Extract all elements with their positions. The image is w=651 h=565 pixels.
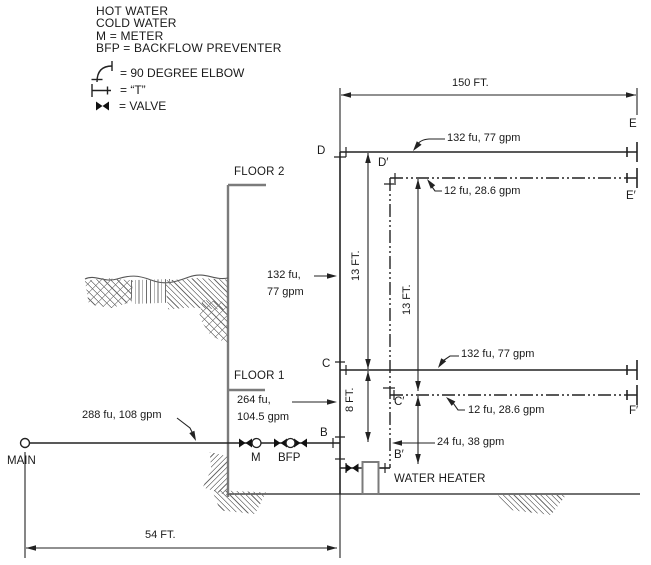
legend-text-list: HOT WATER COLD WATER M = METER BFP = BAC…	[96, 5, 282, 54]
node-label-c: C	[322, 358, 331, 370]
flow-label-riser-cd-line2: 77 gpm	[267, 286, 304, 298]
valve-icon	[274, 438, 281, 448]
arrow-54-right	[327, 545, 337, 551]
tee-tick-b	[332, 436, 345, 448]
node-label-b: B	[320, 427, 328, 439]
valve-icon	[239, 438, 246, 448]
earth-hatch	[128, 279, 170, 304]
tee-tick-c	[335, 361, 347, 375]
flow-label-service: 288 fu, 108 gpm	[82, 409, 162, 421]
flow-label-branch-de-hot: 12 fu, 28.6 gpm	[444, 185, 521, 197]
node-label-d-prime: D′	[378, 157, 389, 169]
tee-tick-c-prime	[383, 387, 395, 400]
tee-icon-f	[626, 360, 638, 380]
flow-label-hot-riser: 24 fu, 38 gpm	[437, 436, 505, 448]
node-label-f-prime: F′	[629, 405, 639, 417]
flow-label-branch-cf-hot: 12 fu, 28.6 gpm	[468, 404, 545, 416]
arrow-54-left	[26, 545, 36, 551]
node-label-e-prime: E′	[626, 190, 636, 202]
water-heater-valve	[345, 463, 359, 473]
leader-branch-cf-hot	[453, 403, 465, 411]
earth-hatch	[85, 278, 133, 308]
valve-icon	[345, 463, 352, 473]
meter-icon	[251, 437, 262, 449]
floor-1-label: FLOOR 1	[234, 370, 285, 382]
meter-bfp-assembly	[239, 437, 307, 449]
tee-icon-f-prime	[626, 385, 638, 405]
leader-arrowheads	[189, 141, 456, 446]
valve-icon	[300, 438, 307, 448]
valve-icon	[245, 438, 252, 448]
arrow-13-top	[365, 153, 371, 163]
legend-elbow-label: = 90 DEGREE ELBOW	[120, 66, 245, 80]
flow-label-branch-de: 132 fu, 77 gpm	[447, 132, 521, 144]
leader-branch-cf	[443, 355, 459, 361]
node-label-c-prime: C′	[394, 396, 405, 408]
bfp-circle-icon	[285, 437, 296, 449]
arrow-13hot-top	[415, 179, 421, 189]
junction-ticks	[332, 147, 396, 473]
valve-icon	[352, 463, 359, 473]
arrow-150-left	[341, 92, 351, 98]
bfp-label: BFP	[278, 452, 301, 464]
arrowhead-branch-cf-hot	[446, 397, 456, 406]
arrow-8-bottom	[365, 432, 371, 442]
tee-icon-e-prime	[626, 168, 638, 188]
arrowhead-hot-riser	[392, 440, 402, 446]
arrow-13hot-bottom	[415, 381, 421, 391]
flow-label-riser-bc-line1: 264 fu,	[237, 394, 271, 406]
water-heater-label: WATER HEATER	[394, 473, 486, 485]
legend-symbols	[91, 61, 113, 111]
legend-item: M = METER	[96, 28, 164, 43]
dimension-arrows	[26, 92, 636, 551]
arrowhead-branch-de-hot	[427, 179, 436, 189]
arrow-150-right	[626, 92, 636, 98]
node-label-d: D	[317, 145, 326, 157]
flow-label-riser-cd-line1: 132 fu,	[267, 269, 301, 281]
valve-icon	[294, 438, 301, 448]
dim-label-8ft: 8 FT.	[344, 387, 356, 412]
dim-label-150ft: 150 FT.	[452, 77, 489, 89]
arrowhead-riser-bc	[327, 399, 337, 405]
legend-item: COLD WATER	[96, 16, 177, 31]
dim-label-54ft: 54 FT.	[145, 529, 176, 541]
floor-2-label: FLOOR 2	[234, 166, 285, 178]
flow-label-branch-cf: 132 fu, 77 gpm	[461, 348, 535, 360]
water-heater-tank	[361, 461, 380, 495]
building-structure	[226, 183, 266, 497]
tee-tick-d	[334, 147, 347, 158]
valve-icon	[102, 101, 109, 111]
tee-icon	[91, 84, 111, 97]
tee-fittings-right	[626, 142, 638, 405]
hot-water-piping	[389, 177, 637, 468]
legend-valve-label: = VALVE	[119, 99, 167, 113]
tee-icon-e	[626, 142, 638, 162]
node-label-e: E	[629, 118, 637, 130]
flow-label-riser-bc-line2: 104.5 gpm	[237, 411, 289, 423]
arrowhead-riser-cd	[327, 273, 337, 279]
arrowhead-branch-de	[413, 141, 422, 151]
earth-hatch	[498, 495, 566, 515]
arrowhead-service	[189, 430, 196, 441]
arrow-cb-bottom	[415, 454, 421, 464]
main-connection-icon	[19, 437, 31, 449]
legend-item: HOT WATER	[96, 4, 169, 18]
legend-item: BFP = BACKFLOW PREVENTER	[96, 40, 282, 55]
valve-icon	[96, 101, 103, 111]
meter-label: M	[251, 452, 261, 464]
dimension-lines	[24, 88, 638, 558]
dim-label-13ft-cold: 13 FT.	[350, 250, 362, 281]
dim-label-13ft-hot: 13 FT.	[401, 284, 413, 315]
arrowhead-branch-cf	[438, 358, 447, 368]
arrow-13-bottom	[365, 359, 371, 369]
arrow-8-top	[365, 371, 371, 381]
node-label-b-prime: B′	[394, 449, 404, 461]
arrow-cb-top	[415, 396, 421, 406]
legend-tee-label: = “T”	[120, 83, 146, 97]
tee-tick-d-prime	[384, 173, 396, 185]
valve-icon	[280, 438, 287, 448]
main-label: MAIN	[7, 455, 36, 467]
earth-hatch	[212, 490, 266, 514]
